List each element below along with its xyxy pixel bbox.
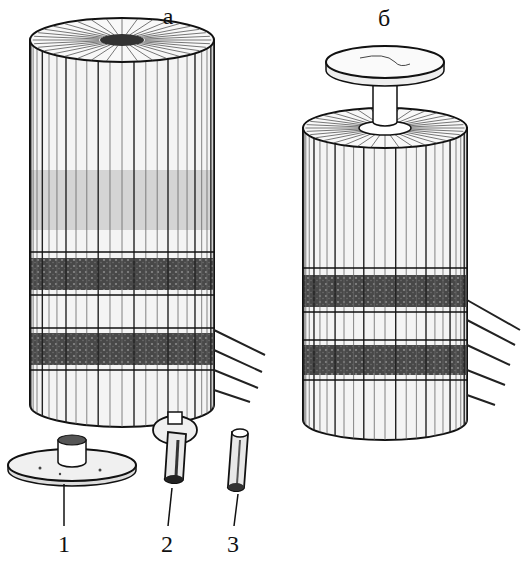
callout-number: 2 (161, 532, 173, 556)
cylinder-a (30, 18, 214, 427)
callout-number: 1 (58, 532, 70, 556)
part-2-plug (153, 412, 197, 483)
callout-number: 3 (227, 532, 239, 556)
cylinder-b (303, 46, 467, 440)
view-letter: б (378, 6, 390, 30)
part-1-disc (8, 435, 136, 486)
part-3-tube (228, 429, 248, 491)
view-letter: а (163, 4, 174, 28)
